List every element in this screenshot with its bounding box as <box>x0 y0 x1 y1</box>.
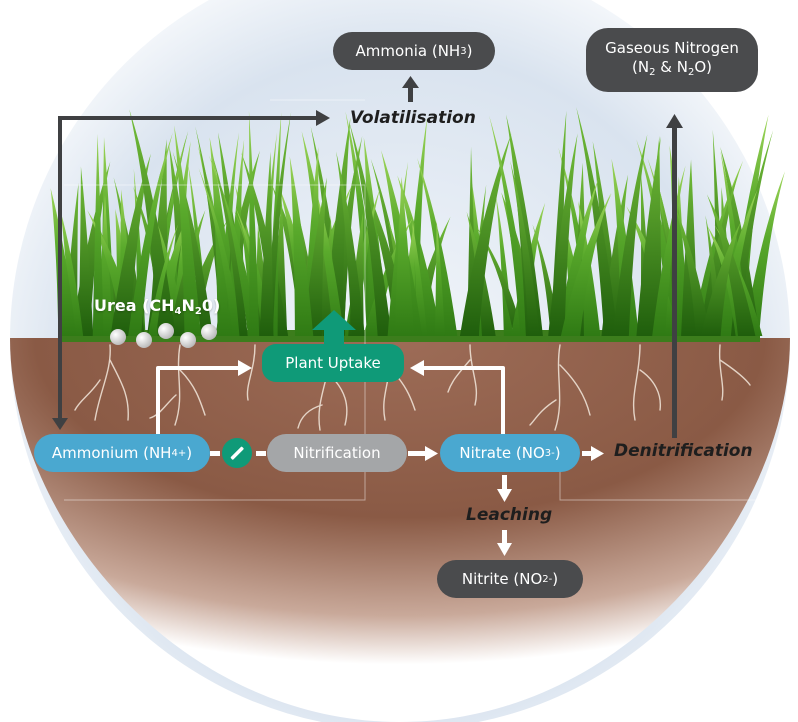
soil-layer <box>10 338 790 722</box>
grass-blade <box>612 134 648 336</box>
arrowhead-ammonium <box>52 418 68 430</box>
grass-blade <box>434 219 445 336</box>
arrow-nitrification-nitrate-shaft <box>408 451 426 456</box>
node-nitrification-label: Nitrification <box>293 444 381 462</box>
grass-blade <box>475 225 524 336</box>
volatilisation-path <box>58 116 318 420</box>
grass-blade <box>216 132 239 336</box>
arrow-ammonium-catalyst <box>210 451 220 456</box>
grass-blade <box>714 189 758 336</box>
arrowhead-leaching <box>497 489 512 502</box>
grass-blade <box>548 133 578 336</box>
grass-blade <box>743 171 785 336</box>
arrowhead-gaseous <box>666 114 683 128</box>
grass-blade <box>652 165 686 336</box>
node-gaseous-line2: (N2 & N2O) <box>632 57 712 78</box>
grass-blade <box>110 153 151 336</box>
grass-blade <box>172 151 213 336</box>
grass-blade <box>506 114 543 336</box>
arrow-leaching-nitrite-shaft <box>502 530 507 544</box>
arrowhead-denitrification <box>591 446 604 461</box>
node-ammonia-label: Ammonia (NH <box>355 42 461 60</box>
node-gaseous-nitrogen: Gaseous Nitrogen (N2 & N2O) <box>586 28 758 92</box>
process-leaching: Leaching <box>466 505 553 525</box>
grass-blade <box>394 176 414 336</box>
grass-blade <box>674 205 711 336</box>
denitrification-path <box>672 128 677 438</box>
arrow-catalyst-nitrification <box>256 451 266 456</box>
pencil-slash-icon <box>222 438 252 468</box>
process-volatilisation: Volatilisation <box>350 108 476 128</box>
grass-blade <box>336 151 365 336</box>
grass-blade <box>636 136 661 336</box>
uptake-paths <box>156 366 505 440</box>
process-denitrification: Denitrification <box>614 441 753 461</box>
node-plant-uptake-label: Plant Uptake <box>285 354 381 372</box>
grass-blade <box>60 210 84 336</box>
grass-blade <box>289 156 314 336</box>
grass-blade <box>459 133 512 336</box>
label-urea: Urea (CH4N20) <box>94 296 221 317</box>
arrowhead-nitrite <box>497 543 512 556</box>
grass-blade <box>259 151 274 336</box>
grass-blade <box>128 132 173 336</box>
arrow-nitrate-leaching-shaft <box>502 475 507 490</box>
plant-uptake-arrow <box>312 310 356 345</box>
grass-blade <box>248 110 260 336</box>
grass-blade <box>349 122 392 336</box>
grass-blade <box>198 168 243 336</box>
arrow-nitrate-denitrification-shaft <box>582 451 592 456</box>
arrowhead-ammonia <box>402 76 419 88</box>
grass-blades <box>50 107 785 337</box>
grass-blade <box>510 160 540 336</box>
grass-blade <box>211 151 248 336</box>
grass-blade <box>576 107 618 336</box>
grass-blade <box>700 221 741 336</box>
grass-blade <box>50 188 77 336</box>
arrowhead-uptake-left <box>238 360 252 376</box>
node-gaseous-line1: Gaseous Nitrogen <box>605 38 739 57</box>
arrowhead-uptake-right <box>410 360 424 376</box>
arrow-up-ammonia-shaft <box>408 86 413 102</box>
grass-blade <box>174 125 201 336</box>
grass-blade <box>556 178 599 336</box>
grass-blade <box>317 196 345 336</box>
urea-pellets <box>110 323 217 348</box>
node-plant-uptake: Plant Uptake <box>262 344 404 382</box>
arrowhead-volatilisation <box>316 110 330 126</box>
grass-blade <box>706 194 756 336</box>
node-nitrification: Nitrification <box>267 434 407 472</box>
grass-blade <box>92 133 104 336</box>
arrowhead-nitrate <box>425 446 438 461</box>
grass-blade <box>412 221 428 336</box>
grass-blade <box>78 166 94 336</box>
grass-blade <box>147 224 179 336</box>
grass-blade <box>489 115 531 337</box>
grass-blade <box>560 193 612 336</box>
